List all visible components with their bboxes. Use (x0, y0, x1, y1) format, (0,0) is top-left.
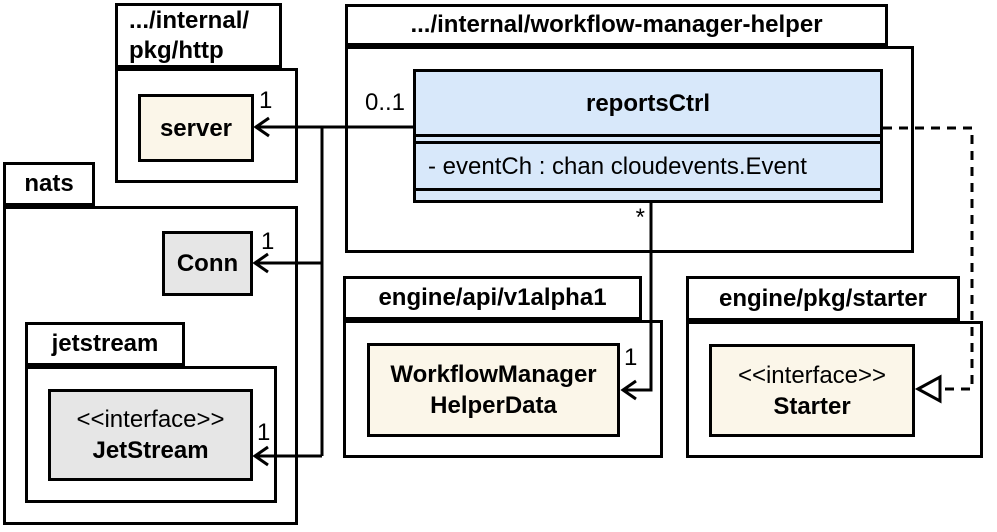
class-wmhd-name-line1: WorkflowManager (390, 361, 597, 388)
multiplicity-helperdata-target: 1 (624, 344, 638, 371)
class-reportsctrl-header: reportsCtrl (416, 72, 880, 137)
package-jetstream-tab: jetstream (25, 322, 185, 366)
package-workflow-tab: .../internal/workflow-manager-helper (345, 4, 888, 46)
multiplicity-conn: 1 (261, 228, 275, 255)
class-conn-name: Conn (176, 250, 239, 277)
class-wmhd-name-line2: HelperData (430, 392, 557, 419)
class-server-name: server (159, 114, 233, 142)
package-http-tab: .../internal/ pkg/http (115, 3, 282, 68)
class-conn: Conn (162, 231, 253, 296)
package-workflow-label: .../internal/workflow-manager-helper (410, 11, 823, 38)
class-jetstream-interface: <<interface>> JetStream (48, 389, 253, 481)
package-starter-label: engine/pkg/starter (718, 284, 928, 312)
class-starter-stereotype: <<interface>> (737, 361, 887, 389)
class-reportsctrl-attributes: - eventCh : chan cloudevents.Event (416, 141, 880, 191)
package-nats-tab: nats (3, 162, 95, 206)
multiplicity-helperdata-source: * (635, 204, 645, 231)
package-nats-label: nats (24, 170, 74, 197)
class-jetstream-stereotype: <<interface>> (76, 406, 225, 433)
package-http-label-line2: pkg/http (129, 36, 224, 64)
multiplicity-jetstream: 1 (257, 419, 271, 446)
class-workflowmanagerhelperdata: WorkflowManager HelperData (367, 343, 620, 437)
multiplicity-server: 1 (259, 87, 273, 114)
package-starter-tab: engine/pkg/starter (686, 276, 960, 321)
class-jetstream-name: JetStream (92, 437, 209, 464)
class-starter-interface: <<interface>> Starter (709, 344, 915, 437)
class-reportsctrl: reportsCtrl - eventCh : chan cloudevents… (413, 69, 883, 203)
package-v1alpha1-label: engine/api/v1alpha1 (378, 284, 607, 311)
class-server: server (138, 94, 254, 162)
class-reportsctrl-name: reportsCtrl (585, 89, 711, 117)
package-v1alpha1-tab: engine/api/v1alpha1 (343, 276, 642, 320)
package-http-label-line1: .../internal/ (129, 6, 250, 34)
class-reportsctrl-attribute-eventch: - eventCh : chan cloudevents.Event (428, 152, 807, 180)
multiplicity-reportsctrl: 0..1 (364, 89, 405, 116)
package-jetstream-label: jetstream (51, 330, 159, 357)
class-starter-name: Starter (773, 392, 851, 420)
